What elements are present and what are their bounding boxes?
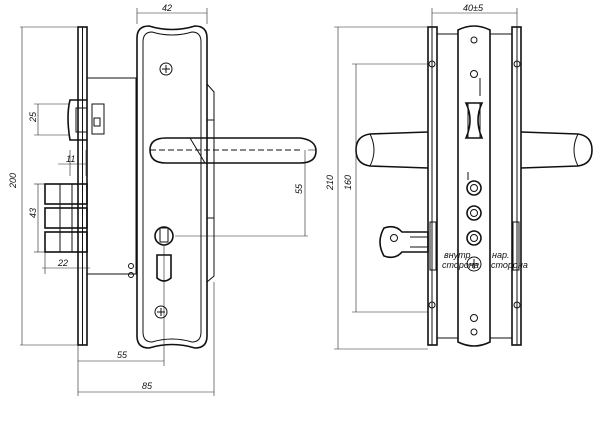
- label-inner-line1: внутр.: [444, 250, 473, 260]
- label-inner-line2: сторона: [442, 260, 479, 270]
- door-handle-lever: [149, 137, 317, 164]
- dead-bolts: [44, 183, 88, 253]
- dim-bolt-offset: 22: [57, 258, 68, 268]
- handle-escutcheon: [136, 25, 208, 349]
- dim-backset: 55: [117, 350, 128, 360]
- dim-latch-offset: 11: [66, 154, 75, 164]
- bottom-screw-icon: [154, 305, 168, 319]
- dim-side-height-outer: 210: [325, 175, 335, 191]
- dim-top-width: 42: [162, 3, 172, 13]
- lock-case: [86, 77, 137, 275]
- cylinder-screw-icon: [466, 256, 482, 272]
- dim-height-total: 200: [8, 173, 18, 189]
- dim-depth: 85: [142, 381, 153, 391]
- label-outer-line2: сторона: [491, 260, 528, 270]
- latch-bolt: [67, 99, 105, 141]
- dim-handle-to-cylinder: 55: [294, 183, 304, 194]
- front-view: 42 200 25 11 43 22 55 55: [8, 3, 317, 396]
- side-view: внутр. сторона нар. сторона 40±5 210 160: [325, 3, 593, 350]
- top-screw-icon: [159, 62, 173, 76]
- dim-side-top-width: 40±5: [463, 3, 484, 13]
- key-icon: [379, 225, 429, 259]
- side-handle-left: [355, 131, 429, 169]
- label-outer-line1: нар.: [492, 250, 509, 260]
- dim-latch-height: 25: [28, 111, 38, 123]
- dim-bolt-height: 43: [28, 208, 38, 218]
- dim-side-height-inner: 160: [343, 175, 353, 190]
- side-handle-right: [520, 131, 593, 169]
- lock-faceplate-edge: [457, 25, 491, 347]
